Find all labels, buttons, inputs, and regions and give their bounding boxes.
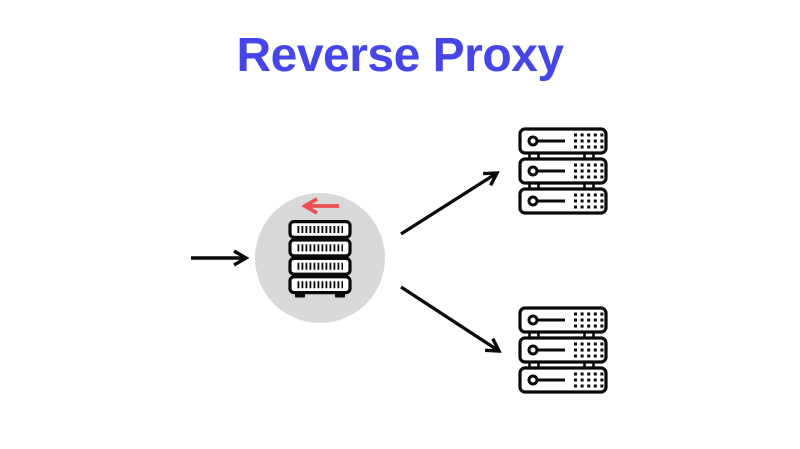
arrow-to-server-top-icon bbox=[400, 173, 497, 236]
server-stack-icon bbox=[288, 220, 352, 298]
server-rack-icon bbox=[518, 127, 608, 215]
diagram-title: Reverse Proxy bbox=[236, 29, 564, 82]
server-rack-icon bbox=[518, 306, 608, 394]
arrow-to-server-bottom-icon bbox=[400, 285, 499, 351]
